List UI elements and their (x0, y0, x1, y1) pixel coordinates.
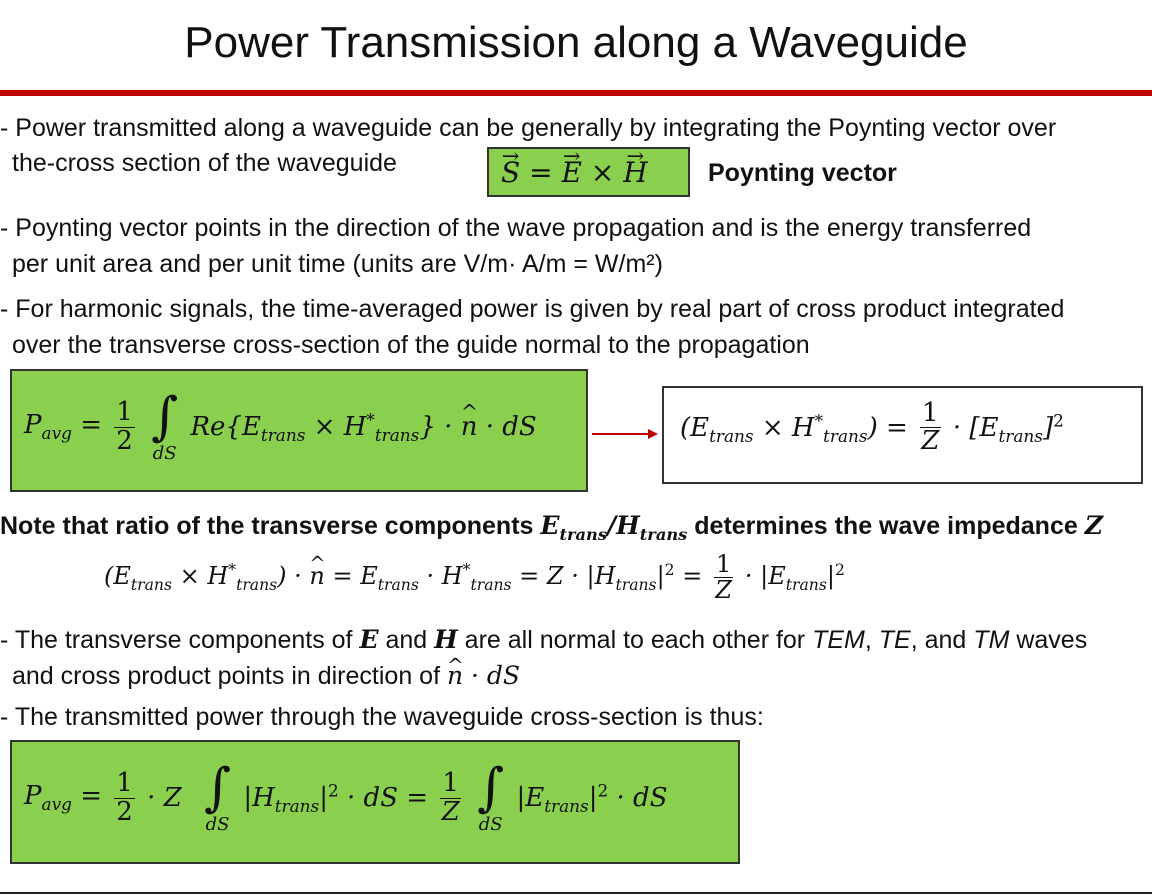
impedance-relation: (Etrans × H*trans) · n = Etrans · H*tran… (104, 551, 845, 603)
bottom-rule (0, 892, 1152, 894)
bullet-3-line-1: - For harmonic signals, the time-average… (0, 295, 1065, 323)
bullet-4-part-d: waves (1009, 626, 1088, 654)
note-line: Note that ratio of the transverse compon… (0, 508, 1103, 553)
arrow-right-icon (592, 429, 658, 439)
bullet-4-part-a: - The transverse components of (0, 626, 360, 654)
poynting-formula-box: S = E × H (487, 144, 690, 197)
bullet-4-line-2: and cross product points in direction of… (12, 647, 520, 694)
poynting-label: Poynting vector (708, 159, 897, 187)
note-prefix: Note that ratio of the transverse compon… (0, 512, 541, 540)
direction-symbol: n · dS (447, 647, 520, 690)
bullet-4-line-2-text: and cross product points in direction of (12, 662, 447, 690)
bullet-1-line-2: the-cross section of the waveguide (12, 149, 397, 177)
bullet-2-line-1: - Poynting vector points in the directio… (0, 214, 1032, 242)
bullet-3-line-2: over the transverse cross-section of the… (12, 331, 810, 359)
poynting-formula: S = E × H (501, 144, 648, 189)
pavg-formula: Pavg = 12 ∫dS Re{Etrans × H*trans} · n ·… (24, 391, 537, 463)
pavg-formula-box: Pavg = 12 ∫dS Re{Etrans × H*trans} · n ·… (10, 369, 588, 492)
title-divider (0, 90, 1152, 96)
note-suffix: determines the wave impedance (687, 512, 1085, 540)
bullet-4-part-c: are all normal to each other for (457, 626, 813, 654)
note-ratio: Etrans/Htrans (540, 511, 688, 544)
page-title: Power Transmission along a Waveguide (184, 18, 968, 67)
bullet-5-line-1: - The transmitted power through the wave… (0, 703, 764, 731)
symbol-e: E (359, 625, 379, 654)
bullet-1-line-1: - Power transmitted along a waveguide ca… (0, 114, 1057, 142)
bullet-4-line-1: - The transverse components of E and H a… (0, 625, 1088, 654)
note-z: Z (1084, 511, 1103, 540)
bullet-4-part-b: and (378, 626, 435, 654)
mode-list: TEM (812, 626, 865, 654)
bullet-2-line-2: per unit area and per unit time (units a… (12, 250, 663, 278)
